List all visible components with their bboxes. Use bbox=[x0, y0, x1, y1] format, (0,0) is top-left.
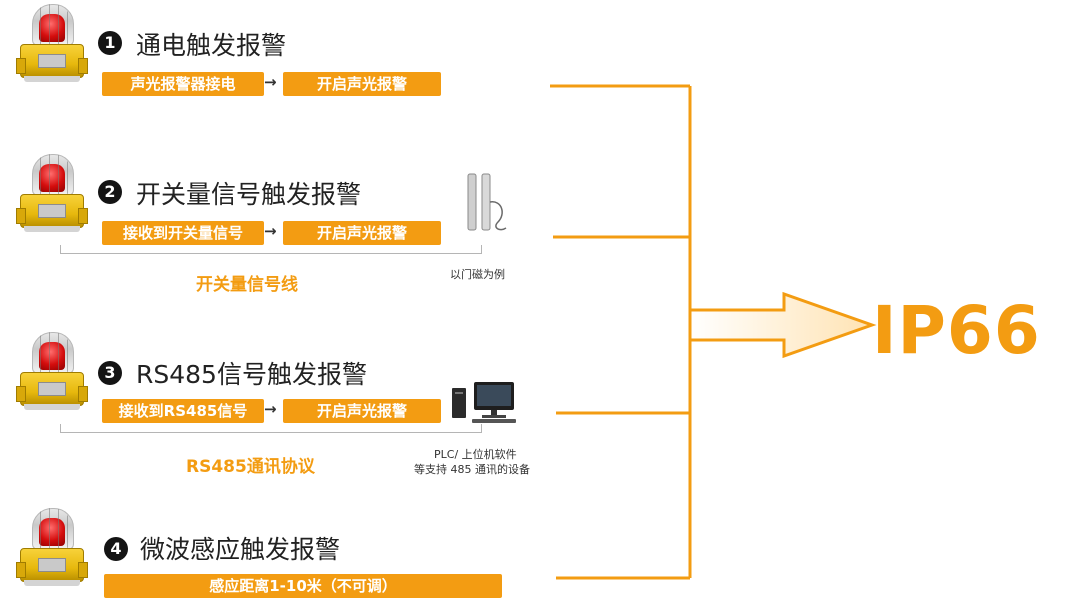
arrow-right-icon: → bbox=[264, 222, 277, 240]
step-title: 微波感应触发报警 bbox=[140, 535, 341, 564]
arrow-right-icon: → bbox=[264, 400, 277, 418]
step-number-badge: 4 bbox=[104, 537, 128, 561]
device-caption: 等支持 485 通讯的设备 bbox=[414, 463, 530, 476]
step-pill: 声光报警器接电 bbox=[102, 72, 264, 96]
device-caption: 以门磁为例 bbox=[450, 268, 505, 281]
protocol-line-bracket bbox=[60, 424, 482, 433]
step-pill: 感应距离1-10米（不可调） bbox=[104, 574, 502, 598]
step-number-badge: 1 bbox=[98, 31, 122, 55]
signal-line-label: 开关量信号线 bbox=[196, 275, 298, 295]
step-title: 开关量信号触发报警 bbox=[136, 180, 362, 209]
step-pill: 开启声光报警 bbox=[283, 399, 441, 423]
step-pill: 接收到RS485信号 bbox=[102, 399, 264, 423]
protocol-label: RS485通讯协议 bbox=[186, 457, 315, 477]
big-arrow-icon bbox=[690, 291, 877, 359]
device-caption: PLC/ 上位机软件 bbox=[434, 448, 517, 461]
step-pill: 接收到开关量信号 bbox=[102, 221, 264, 245]
step-number-badge: 2 bbox=[98, 180, 122, 204]
ip66-rating: IP66 bbox=[872, 292, 1041, 369]
step-number-badge: 3 bbox=[98, 361, 122, 385]
computer-icon bbox=[452, 382, 516, 423]
step-title: RS485信号触发报警 bbox=[136, 360, 367, 389]
arrow-right-icon: → bbox=[264, 73, 277, 91]
alarm-device-image bbox=[16, 330, 88, 412]
step-pill: 开启声光报警 bbox=[283, 72, 441, 96]
step-pill: 开启声光报警 bbox=[283, 221, 441, 245]
alarm-device-image bbox=[16, 2, 88, 84]
door-magnet-sensor-icon bbox=[467, 173, 507, 231]
alarm-device-image bbox=[16, 506, 88, 588]
alarm-device-image bbox=[16, 152, 88, 234]
step-title: 通电触发报警 bbox=[136, 31, 287, 60]
signal-line-bracket bbox=[60, 245, 482, 254]
